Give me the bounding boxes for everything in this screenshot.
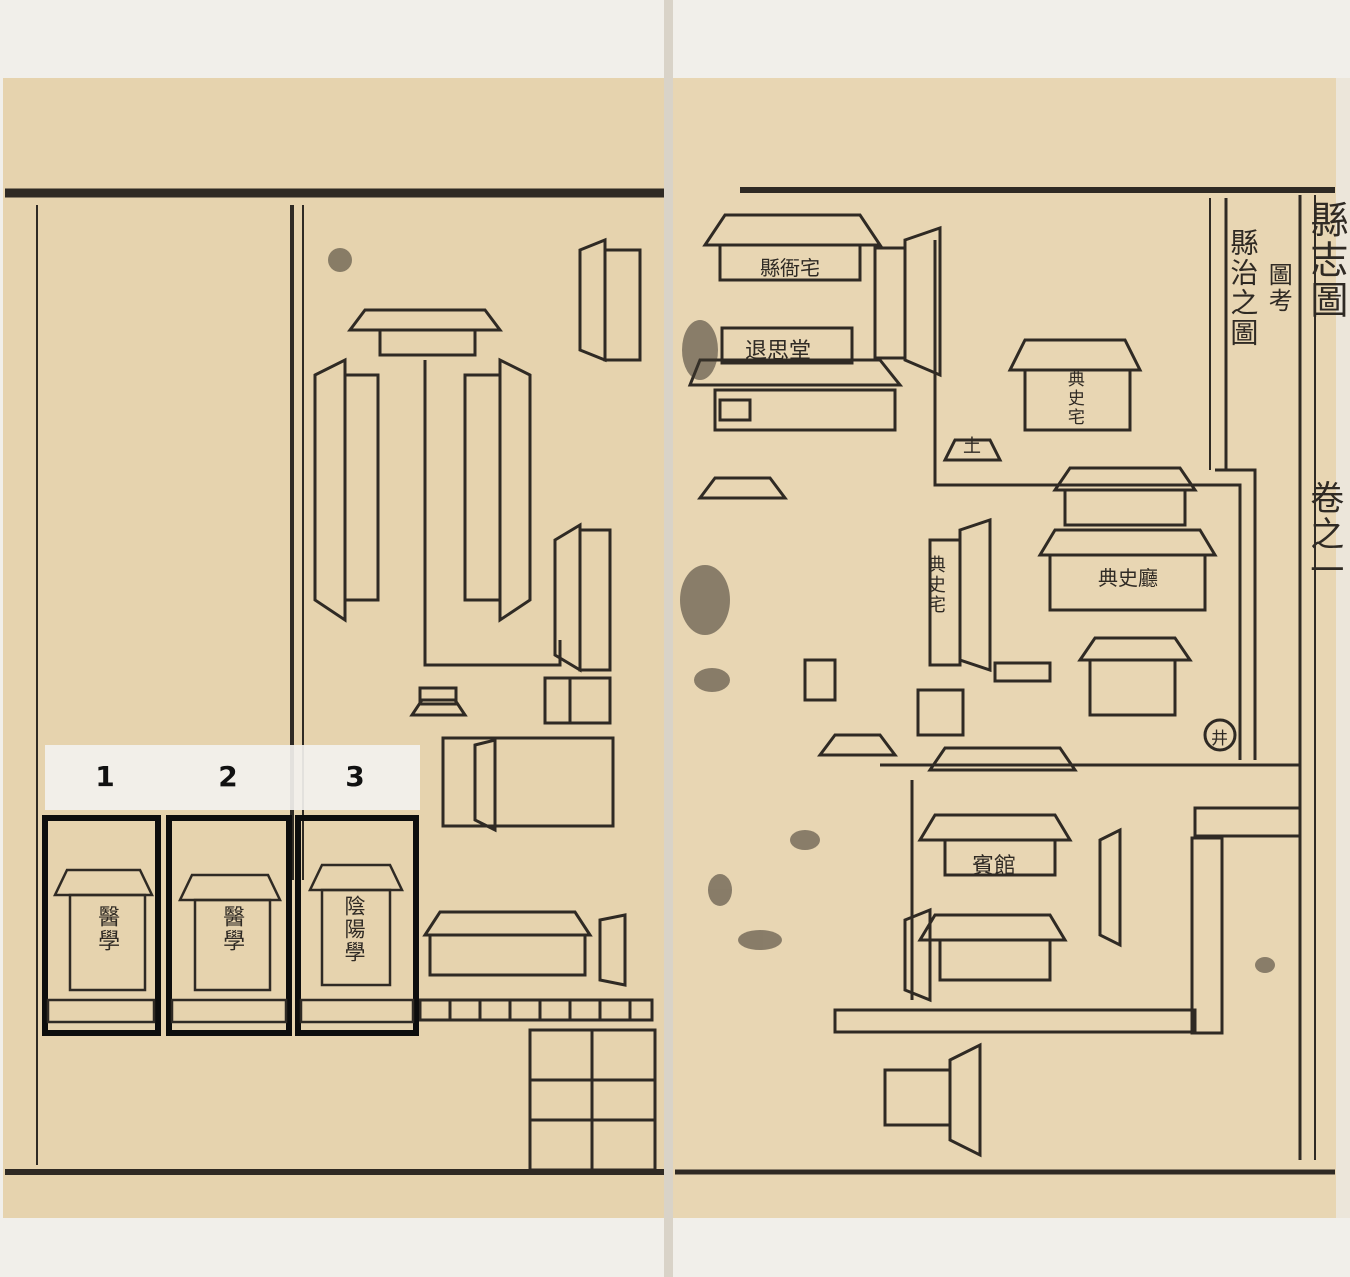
map-title: 縣治之圖 — [1226, 228, 1260, 348]
building-west-hall: 典史宅 — [924, 555, 946, 615]
highlight-number-2: 2 — [218, 760, 238, 793]
spine — [664, 0, 673, 1277]
building-county-residence: 縣衙宅 — [760, 256, 820, 280]
label-strip — [45, 745, 420, 810]
right-page-buildings — [687, 213, 1302, 1158]
highlight-box-1 — [42, 815, 161, 1036]
highlight-number-1: 1 — [95, 760, 115, 793]
right-edge — [1336, 78, 1350, 1218]
highlight-number-3: 3 — [345, 760, 365, 793]
highlight-text-1: 醫學 — [94, 905, 120, 953]
highlight-text-3: 陰陽學 — [342, 895, 367, 964]
left-page-buildings — [313, 237, 657, 1172]
building-hall: 典史宅 — [1063, 370, 1084, 427]
ink-stains — [328, 248, 1275, 973]
building-main-hall: 典史廳 — [1098, 566, 1158, 590]
building-well: 井 — [1211, 729, 1228, 749]
map-note: 圖考 — [1264, 262, 1293, 314]
highlight-boxes — [42, 815, 419, 1036]
margin-title-tail: 卷之一 — [1303, 480, 1344, 588]
highlighted-buildings — [46, 863, 415, 1024]
building-retreat-hall: 退思堂 — [745, 339, 812, 364]
right-page — [672, 78, 1342, 1218]
left-page — [3, 78, 667, 1218]
highlight-box-3 — [295, 815, 419, 1036]
building-guest-house: 賓館 — [972, 854, 1017, 879]
highlight-text-2: 醫學 — [219, 905, 245, 953]
building-shrine: 土 — [963, 436, 981, 457]
highlight-box-2 — [166, 815, 292, 1036]
margin-title: 縣志圖 — [1303, 200, 1348, 320]
